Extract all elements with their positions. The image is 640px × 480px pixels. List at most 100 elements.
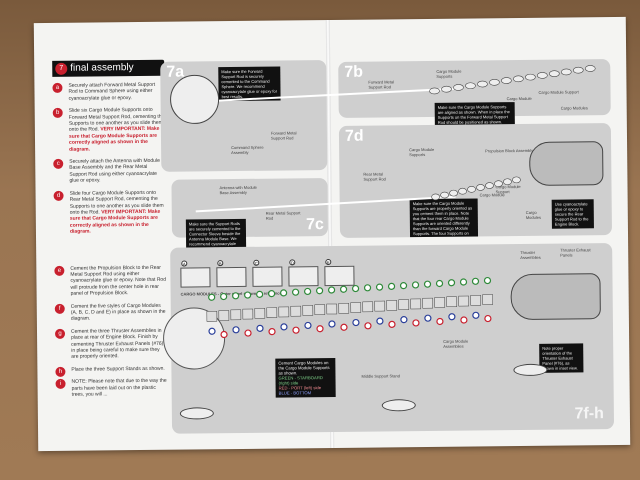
cargo-module [290,305,302,317]
marker-green [268,290,276,298]
cargo-module [410,298,422,310]
marker-blue [376,317,384,325]
marker-green [471,277,480,285]
marker-green [232,292,240,300]
cargo-support [584,65,596,72]
cargo-module [278,306,290,318]
cargo-support [440,191,449,199]
diagram-overlay [170,65,596,339]
marker-green [363,284,372,292]
cargo-support [513,75,524,83]
marker-blue [280,323,288,331]
marker-green [244,291,252,299]
marker-green [280,289,288,297]
command-sphere-drawing [170,74,220,124]
marker-green [387,282,396,290]
marker-green [304,287,312,296]
cargo-module [482,294,493,305]
marker-blue [448,313,456,321]
marker-blue [256,324,264,332]
marker-green [375,283,384,291]
marker-green [399,282,408,290]
cargo-support [429,87,440,95]
cargo-module [386,300,398,311]
cargo-support [512,176,521,184]
cargo-module [422,297,434,309]
cargo-module [218,310,230,321]
cargo-support [467,186,476,193]
marker-red [412,319,420,327]
marker-green [411,281,420,289]
marker-green [327,286,336,294]
marker-red [268,328,276,336]
rear-rod [195,195,456,213]
marker-blue [328,320,336,328]
marker-red [316,325,324,333]
marker-red [460,316,468,324]
cargo-support [476,184,485,191]
marker-green [256,290,264,298]
cargo-support [465,82,476,90]
cargo-support [561,68,572,76]
marker-green [220,292,228,301]
cargo-module [302,305,314,316]
cargo-module [338,302,350,314]
cargo-support [572,66,584,74]
cargo-module [374,300,386,312]
cargo-module [362,301,374,313]
marker-green [351,284,360,293]
cargo-support [501,77,512,84]
marker-blue [208,327,216,335]
cargo-module [314,304,326,316]
cargo-module [350,302,362,313]
cargo-support [489,78,500,86]
marker-green [339,285,348,293]
cargo-module [266,307,278,318]
marker-red [436,317,444,326]
marker-blue [352,318,360,327]
cargo-support [525,73,536,81]
cargo-module [230,309,242,321]
marker-green [483,276,492,285]
cargo-support [494,180,503,187]
marker-red [292,326,300,334]
cargo-support [441,85,452,93]
cargo-module [434,297,446,308]
cargo-module [398,299,410,310]
marker-red [364,322,372,330]
cargo-module [446,296,458,308]
marker-blue [424,314,432,322]
marker-green [315,287,324,295]
marker-blue [304,321,312,330]
cargo-support [477,80,488,88]
cargo-module [326,303,338,315]
marker-green [292,288,300,296]
cargo-module [470,294,482,306]
marker-blue [232,326,240,334]
cargo-module [458,295,470,307]
marker-blue [400,316,408,324]
marker-red [244,329,252,337]
marker-red [388,320,396,328]
cargo-support [537,72,548,79]
cargo-support [453,84,464,91]
cargo-support [431,193,440,201]
cargo-module [254,308,266,319]
cargo-support [503,178,512,186]
marker-red [220,330,228,339]
marker-green [447,279,456,287]
cargo-support [549,70,560,77]
marker-red [340,323,348,331]
marker-green [459,278,468,286]
cargo-support [458,187,467,195]
forward-rod [204,87,455,103]
cargo-support [449,189,458,197]
cargo-module [242,308,254,320]
cargo-module [206,310,218,322]
marker-green [208,293,216,301]
marker-red [484,314,492,323]
cargo-support [485,182,494,189]
marker-green [423,280,432,288]
marker-blue [472,311,480,319]
